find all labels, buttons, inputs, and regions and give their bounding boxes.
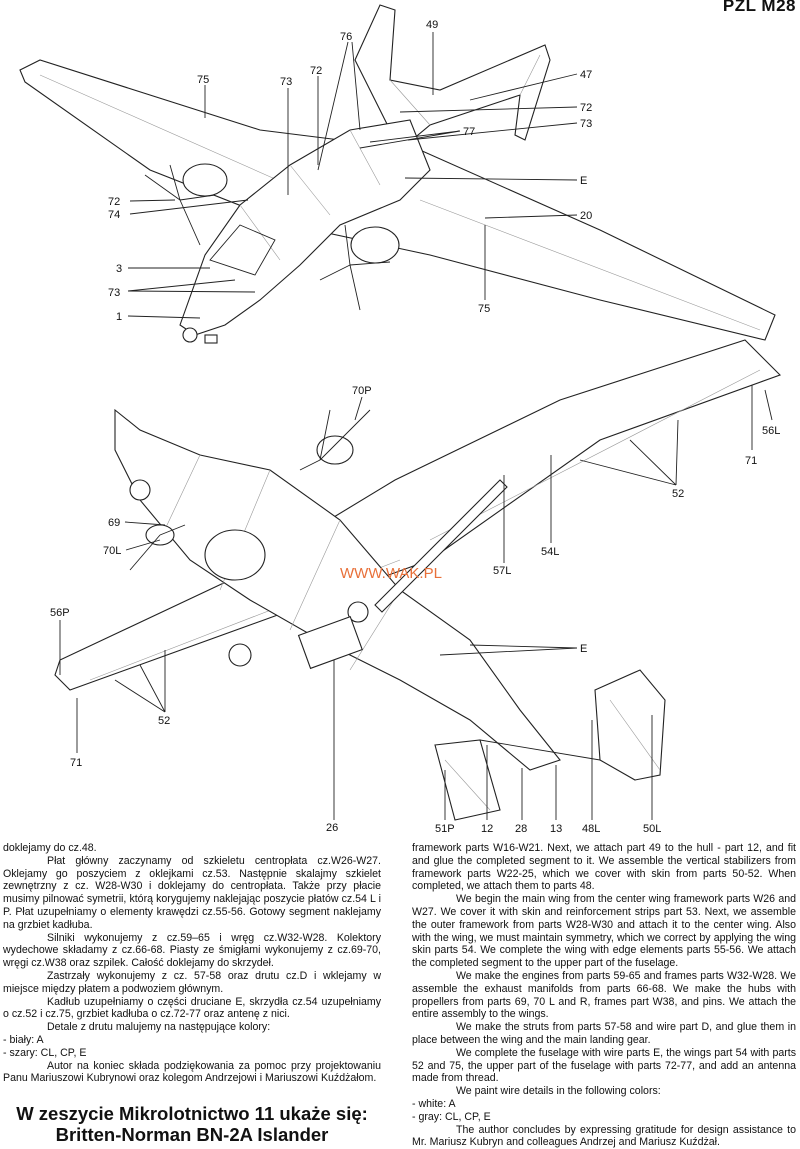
label-3: 3 [116, 263, 122, 275]
label-12: 12 [481, 823, 493, 835]
label-57l: 57L [493, 565, 511, 577]
label-26: 26 [326, 822, 338, 834]
label-52: 52 [672, 488, 684, 500]
paragraph: - biały: A [3, 1033, 44, 1046]
label-72b: 72 [580, 102, 592, 114]
label-74: 74 [108, 209, 120, 221]
label-56l: 56L [762, 425, 780, 437]
label-73c: 73 [108, 287, 120, 299]
model-code: PZL M28 [722, 0, 796, 15]
label-e2: E [580, 643, 587, 655]
english-instructions: framework parts W16-W21. Next, we attach… [412, 842, 796, 1149]
paragraph: We complete the fuselage with wire parts… [412, 1046, 796, 1085]
paragraph: The author concludes by expressing grati… [412, 1123, 796, 1149]
paragraph: Autor na koniec składa podziękowania za … [3, 1059, 381, 1085]
label-69: 69 [108, 517, 120, 529]
paragraph: We make the engines from parts 59-65 and… [412, 969, 796, 1021]
paragraph: Silniki wykonujemy z cz.59–65 i wręg cz.… [3, 931, 381, 970]
label-54l: 54L [541, 546, 559, 558]
label-75: 75 [197, 74, 209, 86]
next-issue-line2: Britten-Norman BN-2A Islander [55, 1124, 329, 1145]
label-72c: 72 [108, 196, 120, 208]
top-view-aircraft [19, 4, 776, 344]
paragraph: - szary: CL, CP, E [3, 1046, 87, 1059]
paragraph: Zastrzały wykonujemy z cz. 57-58 oraz dr… [3, 969, 381, 995]
paragraph: Detale z drutu malujemy na następujące k… [47, 1021, 271, 1034]
paragraph: - gray: CL, CP, E [412, 1110, 491, 1123]
label-52b: 52 [158, 715, 170, 727]
label-70p: 70P [352, 385, 372, 397]
label-47: 47 [580, 69, 592, 81]
label-1: 1 [116, 311, 122, 323]
label-49: 49 [426, 19, 438, 31]
label-13: 13 [550, 823, 562, 835]
paragraph: doklejamy do cz.48. [3, 842, 97, 854]
polish-instructions: doklejamy do cz.48. Płat główny zaczynam… [3, 842, 381, 1085]
label-20: 20 [580, 210, 592, 222]
label-71: 71 [745, 455, 757, 467]
bottom-view-labels: 70P 56L 71 52 69 70L 57L 54L 56P E 52 71… [50, 385, 780, 835]
label-73b: 73 [580, 118, 592, 130]
next-issue-announcement: W zeszycie Mikrolotnictwo 11 ukaże się: … [3, 1103, 381, 1145]
paragraph: Płat główny zaczynamy od szkieletu centr… [3, 854, 381, 931]
top-view-labels: 49 76 72 73 75 47 72 73 77 E 72 74 20 3 … [108, 19, 592, 323]
label-50l: 50L [643, 823, 661, 835]
top-view-leaders [127, 32, 578, 319]
label-71b: 71 [70, 757, 82, 769]
label-51p: 51P [435, 823, 455, 835]
bottom-view-leaders [59, 385, 773, 820]
paragraph: framework parts W16-W21. Next, we attach… [412, 842, 796, 893]
label-28: 28 [515, 823, 527, 835]
label-77: 77 [463, 126, 475, 138]
label-76: 76 [340, 31, 352, 43]
paragraph: - white: A [412, 1097, 456, 1110]
label-73: 73 [280, 76, 292, 88]
paragraph: We paint wire details in the following c… [456, 1085, 661, 1098]
label-72: 72 [310, 65, 322, 77]
paragraph: We begin the main wing from the center w… [412, 893, 796, 970]
paragraph: Kadłub uzupełniamy o części druciane E, … [3, 995, 381, 1021]
label-70l: 70L [103, 545, 121, 557]
watermark: WWW.WAK.PL [340, 565, 442, 582]
bottom-view-aircraft [54, 339, 782, 821]
label-e: E [580, 175, 587, 187]
label-48l: 48L [582, 823, 600, 835]
next-issue-line1: W zeszycie Mikrolotnictwo 11 ukaże się: [16, 1103, 368, 1124]
paragraph: We make the struts from parts 57-58 and … [412, 1021, 796, 1046]
assembly-drawing: 49 76 72 73 75 47 72 73 77 E 72 74 20 3 … [19, 4, 782, 835]
label-56p: 56P [50, 607, 70, 619]
label-75b: 75 [478, 303, 490, 315]
